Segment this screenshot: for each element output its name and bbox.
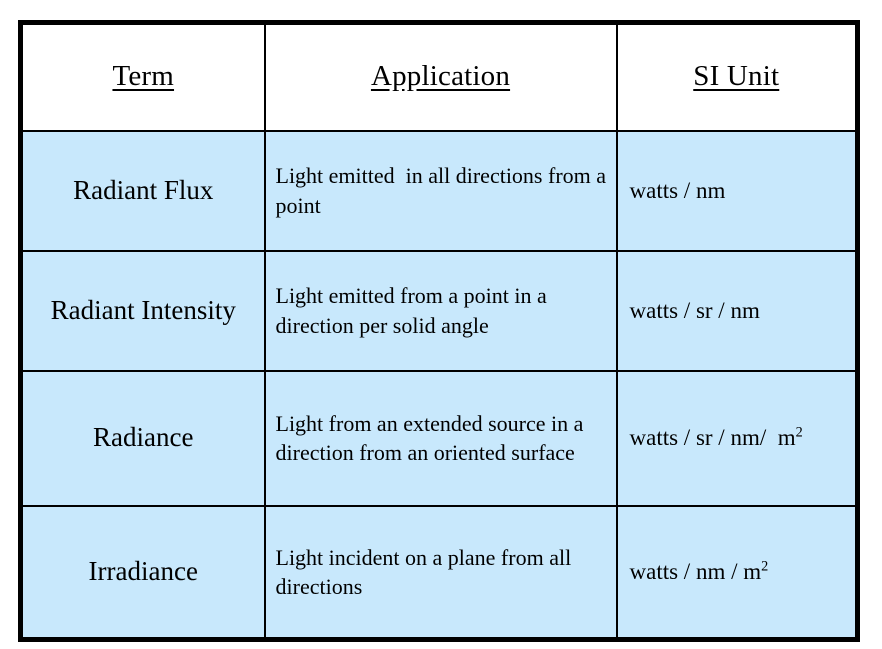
table-header: Term Application SI Unit	[19, 21, 859, 132]
si-unit-base: watts / nm	[629, 177, 726, 203]
si-unit-base: watts / sr / nm/ m	[629, 425, 796, 451]
application-label: Light from an extended source in a direc…	[275, 410, 589, 465]
column-header-si-unit: SI Unit	[615, 21, 859, 132]
si-unit-label: watts / sr / nm/ m2	[618, 423, 856, 453]
application-label: Light emitted in all directions from a p…	[275, 163, 612, 218]
si-unit-label: watts / sr / nm	[618, 296, 856, 326]
cell-term: Radiant Intensity	[19, 249, 266, 372]
table-row: Radiant Intensity Light emitted from a p…	[19, 249, 859, 372]
column-header-term: Term	[19, 21, 266, 132]
cell-term: Irradiance	[19, 504, 266, 641]
si-unit-label: watts / nm / m2	[618, 557, 856, 587]
cell-si-unit: watts / nm	[615, 129, 859, 252]
table-row: Radiance Light from an extended source i…	[19, 369, 859, 507]
column-header-application: Application	[263, 21, 618, 132]
term-label: Radiance	[93, 422, 194, 453]
header-row: Term Application SI Unit	[19, 21, 859, 132]
cell-application: Light emitted from a point in a directio…	[263, 249, 618, 372]
cell-si-unit: watts / sr / nm	[615, 249, 859, 372]
application-label: Light incident on a plane from all direc…	[275, 544, 577, 599]
si-unit-exponent: 2	[761, 558, 769, 575]
si-unit-base: watts / nm / m	[629, 558, 762, 584]
term-label: Radiant Intensity	[50, 294, 236, 325]
cell-term: Radiant Flux	[19, 129, 266, 252]
si-unit-base: watts / sr / nm	[629, 297, 760, 323]
term-label: Radiant Flux	[73, 174, 214, 205]
table-body: Radiant Flux Light emitted in all direct…	[19, 129, 859, 641]
cell-term: Radiance	[19, 369, 266, 507]
column-header-si-unit-label: SI Unit	[693, 60, 780, 93]
cell-application: Light incident on a plane from all direc…	[263, 504, 618, 641]
cell-si-unit: watts / nm / m2	[615, 504, 859, 641]
table-row: Radiant Flux Light emitted in all direct…	[19, 129, 859, 252]
column-header-term-label: Term	[112, 60, 175, 93]
si-unit-exponent: 2	[795, 424, 803, 441]
si-unit-label: watts / nm	[618, 176, 856, 206]
table-row: Irradiance Light incident on a plane fro…	[19, 504, 859, 641]
radiometry-terms-table: Term Application SI Unit Radiant Flux Li…	[18, 20, 860, 642]
cell-application: Light from an extended source in a direc…	[263, 369, 618, 507]
term-label: Irradiance	[88, 556, 198, 587]
cell-application: Light emitted in all directions from a p…	[263, 129, 618, 252]
application-label: Light emitted from a point in a directio…	[275, 283, 553, 338]
column-header-application-label: Application	[370, 60, 511, 93]
cell-si-unit: watts / sr / nm/ m2	[615, 369, 859, 507]
